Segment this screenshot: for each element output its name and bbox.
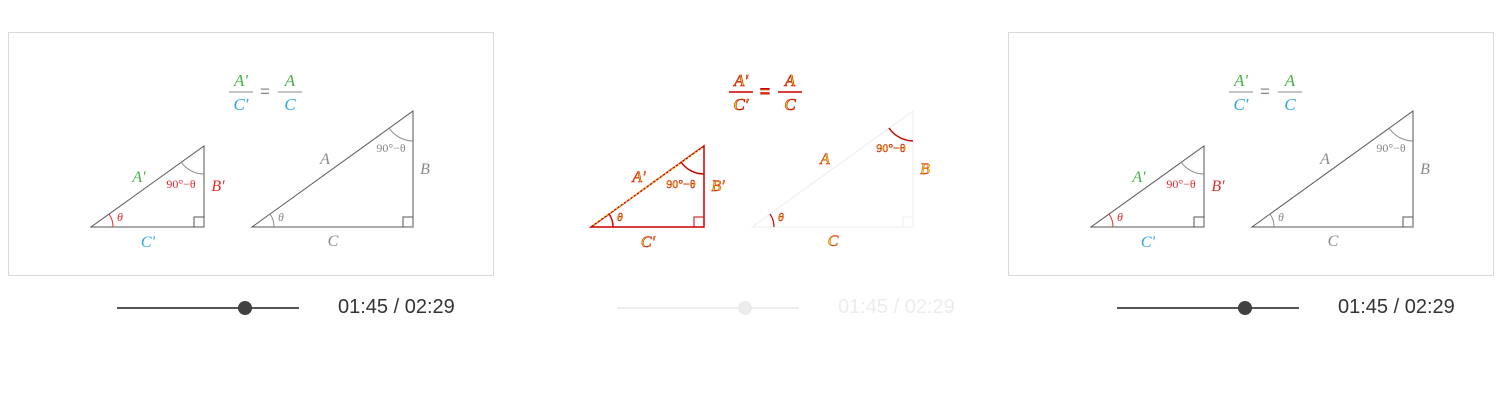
eq-num-2: A — [1284, 71, 1296, 90]
large-top-angle-label: 90°−θ — [876, 141, 906, 155]
small-theta-label: θ — [617, 210, 623, 224]
small-top-angle-label: 90°−θ — [166, 177, 196, 191]
small-top-angle-label: 90°−θ — [666, 177, 696, 191]
small-base-label: C′ — [641, 234, 656, 251]
eq-den-1: C′ — [733, 95, 748, 114]
large-hyp-label: A — [1319, 151, 1330, 168]
small-side-label: B′ — [1211, 178, 1225, 195]
video-panel-3: A′ C′ = A C A′ B′ C′ θ 90°−θ A B C — [1008, 32, 1494, 276]
small-theta-label: θ — [1117, 210, 1123, 224]
triangle-diagram-1: A′ C′ = A C A′ B′ C′ θ 90°−θ A B — [89, 71, 430, 251]
eq-den-1: C′ — [1233, 95, 1248, 114]
small-hyp-label: A′ — [1131, 169, 1146, 186]
equation: A′ C′ = A C — [729, 71, 802, 114]
large-base-label: C — [1328, 233, 1339, 250]
eq-num-1: A′ — [233, 71, 248, 90]
eq-den-2: C — [784, 95, 796, 114]
eq-num-2: A — [284, 71, 296, 90]
large-top-angle-label: 90°−θ — [376, 141, 406, 155]
large-theta-label: θ — [1278, 210, 1284, 224]
small-hyp-label: A′ — [631, 169, 646, 186]
slider-thumb[interactable] — [738, 301, 753, 315]
large-base-label: C — [328, 233, 339, 250]
eq-num-2: A — [784, 71, 796, 90]
time-readout-3: 01:45 / 02:29 — [1338, 296, 1455, 318]
large-triangle: A B C θ 90°−θ — [250, 110, 430, 250]
large-side-label: B — [420, 161, 430, 178]
video-panel-2: A′ C′ = A C A′ B′ C′ θ 90°−θ A B — [508, 32, 994, 276]
triangle-diagram-3: A′ C′ = A C A′ B′ C′ θ 90°−θ A B C — [1089, 71, 1430, 251]
small-triangle: A′ B′ C′ θ 90°−θ — [588, 144, 725, 251]
slider-track — [117, 307, 299, 309]
equation: A′ C′ = A C — [1229, 71, 1302, 114]
eq-den-2: C — [284, 95, 296, 114]
large-top-angle-label: 90°−θ — [1376, 141, 1406, 155]
time-readout-1: 01:45 / 02:29 — [338, 296, 455, 318]
large-triangle: A B C θ 90°−θ — [750, 110, 930, 250]
slider-thumb[interactable] — [1238, 301, 1253, 315]
slider-track — [617, 307, 799, 309]
small-triangle: A′ B′ C′ θ 90°−θ — [89, 145, 225, 251]
seek-slider-3[interactable] — [1117, 298, 1299, 318]
eq-equals: = — [760, 82, 770, 101]
seek-slider-1[interactable] — [117, 298, 299, 318]
large-hyp-label: A — [819, 151, 830, 168]
eq-num-1: A′ — [733, 71, 748, 90]
eq-equals: = — [1260, 82, 1270, 101]
eq-den-2: C — [1284, 95, 1296, 114]
triangle-diagram-2: A′ C′ = A C A′ B′ C′ θ 90°−θ A B — [588, 71, 930, 251]
small-theta-label: θ — [117, 210, 123, 224]
seek-slider-2[interactable] — [617, 298, 799, 318]
equation: A′ C′ = A C — [229, 71, 302, 114]
small-side-label: B′ — [711, 178, 725, 195]
small-base-label: C′ — [141, 234, 156, 251]
large-hyp-label: A — [319, 151, 330, 168]
small-base-label: C′ — [1141, 234, 1156, 251]
large-side-label: B — [920, 161, 930, 178]
slider-thumb[interactable] — [238, 301, 253, 315]
large-theta-label: θ — [278, 210, 284, 224]
eq-den-1: C′ — [233, 95, 248, 114]
small-top-angle-label: 90°−θ — [1166, 177, 1196, 191]
small-side-label: B′ — [211, 178, 225, 195]
video-panel-1: A′ C′ = A C A′ B′ C′ θ 90°−θ A B — [8, 32, 494, 276]
eq-equals: = — [260, 82, 270, 101]
large-side-label: B — [1420, 161, 1430, 178]
large-base-label: C — [828, 233, 839, 250]
large-theta-label: θ — [778, 210, 784, 224]
time-readout-2: 01:45 / 02:29 — [838, 296, 955, 318]
slider-track — [1117, 307, 1299, 309]
large-triangle: A B C θ 90°−θ — [1250, 110, 1430, 250]
small-hyp-label: A′ — [131, 169, 146, 186]
small-triangle: A′ B′ C′ θ 90°−θ — [1089, 145, 1225, 251]
eq-num-1: A′ — [1233, 71, 1248, 90]
